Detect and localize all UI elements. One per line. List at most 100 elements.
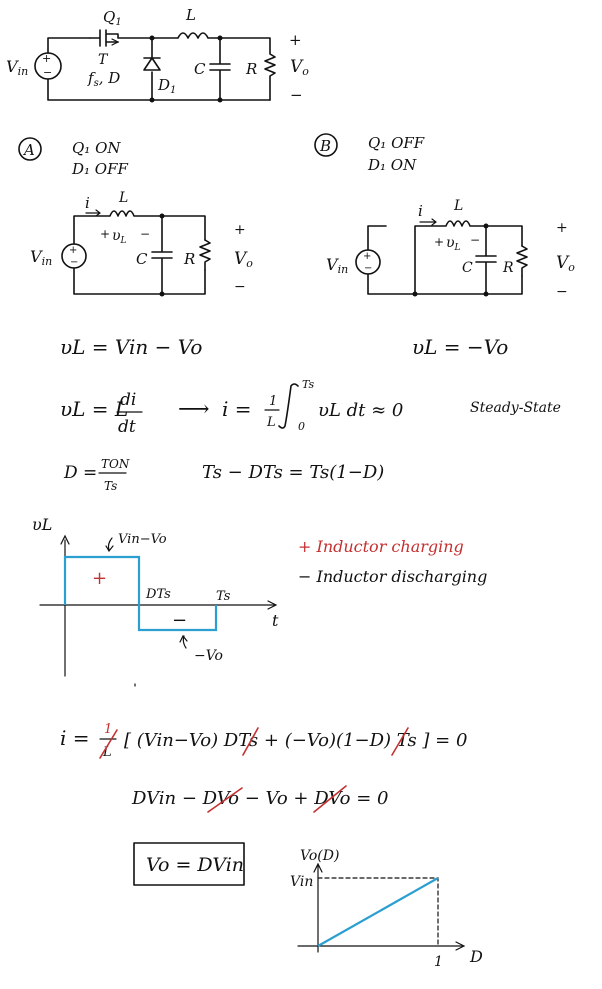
state-b-marker-circle bbox=[314, 133, 338, 157]
waveform-y-label: υL bbox=[32, 515, 52, 534]
state-a-resistor bbox=[199, 239, 211, 271]
waveform-top-callout-arrow bbox=[105, 537, 114, 553]
state-b-current-label: i bbox=[418, 202, 423, 220]
integral-integrand: υL dt ≈ 0 bbox=[318, 400, 403, 421]
derivation-line1-body: [ (Vin−Vo) DTs + (−Vo)(1−D) Ts ] = 0 bbox=[124, 730, 467, 751]
duty-lhs: D = bbox=[63, 463, 97, 483]
volt-second-derivation: i = 1 L [ (Vin−Vo) DTs + (−Vo)(1−D) Ts ]… bbox=[60, 722, 467, 886]
result-box bbox=[133, 842, 245, 886]
integral-sign bbox=[278, 383, 299, 429]
top-inductor-label: L bbox=[185, 6, 196, 24]
switch-q1-arrow bbox=[111, 38, 120, 46]
top-capacitor bbox=[209, 37, 231, 101]
waveform-minus-region: − bbox=[172, 610, 187, 631]
state-b-vl-plus: + bbox=[434, 235, 444, 249]
vl-waveform-plot: υL Vin−Vo + − DTs Ts t −Vo bbox=[32, 515, 279, 687]
state-a-vl-minus: − bbox=[140, 227, 150, 241]
top-vout-plus: + bbox=[289, 31, 302, 49]
state-a-vout-plus: + bbox=[234, 222, 246, 238]
state-b-vout-label: Vo bbox=[556, 253, 575, 274]
top-buck-circuit: + − Vin Q1 T fs, D D1 L C R + Vo − bbox=[6, 6, 309, 104]
vin-source-minus: − bbox=[43, 66, 52, 79]
state-a-marker-circle bbox=[18, 137, 42, 161]
vl-waveform-trace bbox=[63, 555, 218, 632]
state-b-q1-status: Q₁ OFF bbox=[368, 134, 425, 152]
state-b-current-arrow bbox=[419, 218, 437, 226]
state-a-d1-status: D₁ OFF bbox=[71, 160, 129, 178]
derivation-line2: DVin − DVo − Vo + DVo = 0 bbox=[131, 788, 388, 809]
integral-lhs: i = bbox=[222, 397, 252, 421]
duty-ts: Ts bbox=[104, 479, 117, 493]
integral-lower-limit: 0 bbox=[298, 420, 305, 433]
state-b-resistor-label: R bbox=[502, 260, 514, 276]
state-a-vout-label: Vo bbox=[234, 249, 253, 270]
state-b-equation: υL = −Vo bbox=[412, 335, 508, 359]
mini-plot-vin-tick: Vin bbox=[290, 874, 313, 890]
diode-d1-label: D1 bbox=[157, 76, 176, 96]
derivation-strike-l bbox=[99, 729, 118, 759]
waveform-legend: + Inductor charging − Inductor dischargi… bbox=[298, 537, 487, 586]
derivation-i-lhs: i = bbox=[60, 726, 90, 750]
state-a-equation: υL = Vin − Vo bbox=[60, 335, 202, 359]
state-a-current-arrow bbox=[85, 209, 101, 217]
waveform-y-axis-arrow bbox=[60, 534, 70, 545]
state-b-capacitor-label: C bbox=[462, 260, 473, 276]
derivation-strike-dvo1 bbox=[207, 787, 243, 813]
state-a-vin-plus: + bbox=[69, 245, 77, 256]
state-b-bottom-wire bbox=[414, 275, 523, 295]
integral-upper-limit: Ts bbox=[302, 378, 315, 391]
top-inductor-l bbox=[151, 32, 221, 39]
top-vout-minus: − bbox=[290, 86, 303, 104]
derivation-coef-num: 1 bbox=[104, 722, 112, 737]
state-b-vl-label: υL bbox=[446, 235, 461, 253]
mini-plot-x-label: D bbox=[469, 947, 483, 966]
state-a-vl-plus: + bbox=[100, 227, 110, 241]
integral-coef-num: 1 bbox=[269, 394, 277, 409]
state-a-vin-minus: − bbox=[70, 257, 78, 268]
state-a-resistor-label: R bbox=[183, 250, 195, 268]
result-equation: Vo = DVin bbox=[146, 854, 244, 876]
legend-inductor-charging: + Inductor charging bbox=[298, 537, 464, 556]
state-b-capacitor bbox=[475, 225, 497, 295]
vin-source-plus: + bbox=[42, 52, 51, 65]
state-b-source-wire-top bbox=[367, 225, 387, 251]
state-a-bottom-wire bbox=[73, 267, 206, 295]
state-a-capacitor bbox=[151, 215, 173, 295]
state-a-section: A Q₁ ON D₁ OFF + − Vin L i + υL − C R + … bbox=[18, 137, 253, 359]
waveform-bottom-callout-arrow bbox=[179, 634, 188, 649]
state-a-vout-minus: − bbox=[234, 279, 246, 295]
state-b-vin-minus: − bbox=[364, 263, 372, 274]
state-b-d1-status: D₁ ON bbox=[367, 156, 417, 174]
integral-coef-den: L bbox=[266, 415, 276, 430]
mini-plot-y-axis-arrow bbox=[313, 862, 323, 873]
diode-d1-symbol bbox=[143, 57, 161, 71]
state-b-vout-minus: − bbox=[556, 284, 568, 300]
state-b-inductor-label: L bbox=[453, 198, 463, 214]
state-b-vin-label: Vin bbox=[326, 255, 348, 276]
off-time-equation: Ts − DTs = Ts(1−D) bbox=[202, 462, 384, 483]
mini-plot-x-tick: 1 bbox=[434, 954, 443, 970]
waveform-x-axis-arrow bbox=[267, 600, 278, 610]
top-resistor bbox=[219, 37, 276, 101]
state-a-top-wire bbox=[73, 210, 206, 245]
state-b-vin-plus: + bbox=[363, 251, 371, 262]
state-a-capacitor-label: C bbox=[136, 250, 148, 268]
legend-inductor-discharging: − Inductor discharging bbox=[298, 567, 487, 586]
state-a-q1-status: Q₁ ON bbox=[72, 139, 121, 157]
top-wire-bottom bbox=[47, 78, 271, 101]
top-capacitor-label: C bbox=[194, 60, 206, 78]
state-b-resistor bbox=[516, 245, 528, 277]
mini-plot-x-axis-arrow bbox=[455, 941, 466, 951]
state-b-top-wire bbox=[414, 220, 523, 295]
general-equations: υL = L di dt ⟶ i = 1 L Ts 0 υL dt ≈ 0 St… bbox=[60, 378, 561, 493]
derivation-coef-den: L bbox=[102, 745, 112, 760]
waveform-bottom-label: −Vo bbox=[194, 648, 223, 664]
state-b-node-bottom-left bbox=[412, 291, 418, 297]
mini-plot-vo-line bbox=[317, 877, 439, 947]
vl-definition-dt: dt bbox=[118, 417, 136, 437]
state-b-source-wire-bottom bbox=[367, 273, 416, 295]
switch-t-label: T bbox=[98, 52, 109, 68]
waveform-ts-tick: Ts bbox=[216, 589, 231, 604]
duty-ton: TON bbox=[101, 457, 130, 471]
